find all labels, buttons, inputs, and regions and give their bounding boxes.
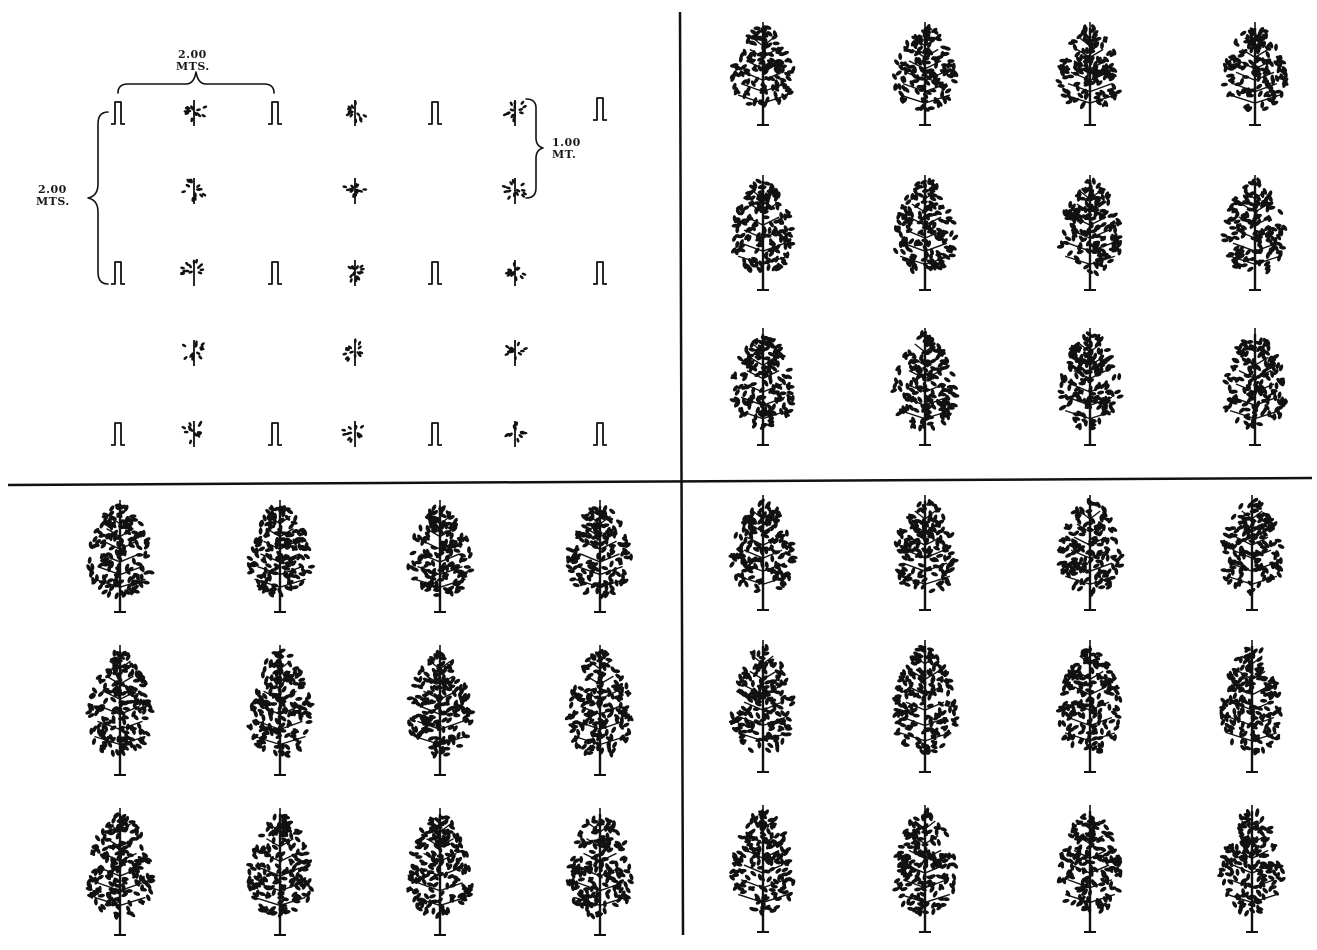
tree-icon — [728, 805, 796, 932]
tree-icon — [729, 22, 796, 125]
tree-icon — [565, 808, 635, 935]
stake-icon — [268, 102, 282, 124]
tree-icon — [1055, 22, 1123, 125]
tree-icon — [246, 645, 315, 775]
stake-icon — [593, 262, 607, 284]
tree-icon — [406, 500, 474, 612]
tree-icon — [1057, 175, 1123, 290]
tree-icon — [85, 500, 155, 612]
tree-icon — [405, 808, 474, 935]
tree-icon — [1057, 328, 1124, 445]
stake-icon — [428, 262, 442, 284]
stake-icon — [111, 423, 125, 445]
tree-icon — [85, 645, 155, 775]
tree-icon — [85, 808, 156, 935]
tree-icon — [729, 328, 795, 445]
tree-icon — [1056, 805, 1123, 932]
tree-icon — [564, 645, 635, 775]
seedling-icon — [342, 178, 367, 204]
seedling-icon — [502, 178, 528, 204]
seedling-icon — [347, 260, 365, 286]
seedling-icon — [341, 421, 365, 447]
horizontal-divider — [8, 478, 1312, 485]
tree-icon — [893, 495, 959, 610]
seedling-icon — [345, 100, 367, 126]
stake-icon — [593, 423, 607, 445]
tree-icon — [1056, 495, 1126, 610]
tree-icon — [891, 640, 960, 772]
seedling-icon — [502, 100, 527, 126]
stake-icon — [428, 102, 442, 124]
vertical-divider — [680, 12, 683, 935]
tree-icon — [1219, 495, 1285, 610]
seedling-icon — [181, 340, 205, 366]
tree-icon — [730, 175, 795, 290]
top-width-unit: MTS. — [176, 60, 210, 73]
tree-icon — [729, 640, 797, 772]
tree-icon — [406, 645, 475, 775]
stake-icon — [111, 102, 125, 124]
left-height-unit: MTS. — [36, 195, 70, 208]
stake-icon — [593, 98, 607, 120]
tree-icon — [892, 805, 959, 932]
tree-icon — [246, 500, 316, 612]
tree-icon — [891, 22, 959, 125]
seedling-icon — [181, 420, 203, 447]
seedling-icon — [180, 259, 205, 286]
tree-icon — [892, 175, 959, 290]
stake-icon — [268, 262, 282, 284]
right-height-brace — [526, 99, 543, 198]
seedling-icon — [504, 340, 528, 366]
tree-icon — [1222, 328, 1289, 445]
seedling-icon — [505, 260, 527, 286]
tree-icon — [1220, 175, 1288, 290]
top-width-brace — [118, 72, 274, 93]
tree-icon — [728, 495, 798, 610]
right-height-unit: MT. — [552, 148, 576, 161]
tree-icon — [246, 808, 315, 935]
tree-icon — [1221, 22, 1290, 125]
seedling-icon — [184, 100, 208, 126]
tree-icon — [890, 328, 960, 445]
stake-icon — [268, 423, 282, 445]
tree-icon — [1219, 640, 1284, 772]
tree-icon — [565, 500, 633, 612]
stake-icon — [111, 262, 125, 284]
seedling-icon — [504, 421, 528, 447]
stake-icon — [428, 423, 442, 445]
seedling-icon — [181, 178, 207, 204]
tree-icon — [1055, 640, 1122, 772]
tree-icon — [1217, 805, 1287, 932]
left-height-brace — [88, 112, 108, 284]
seedling-icon — [342, 338, 363, 366]
